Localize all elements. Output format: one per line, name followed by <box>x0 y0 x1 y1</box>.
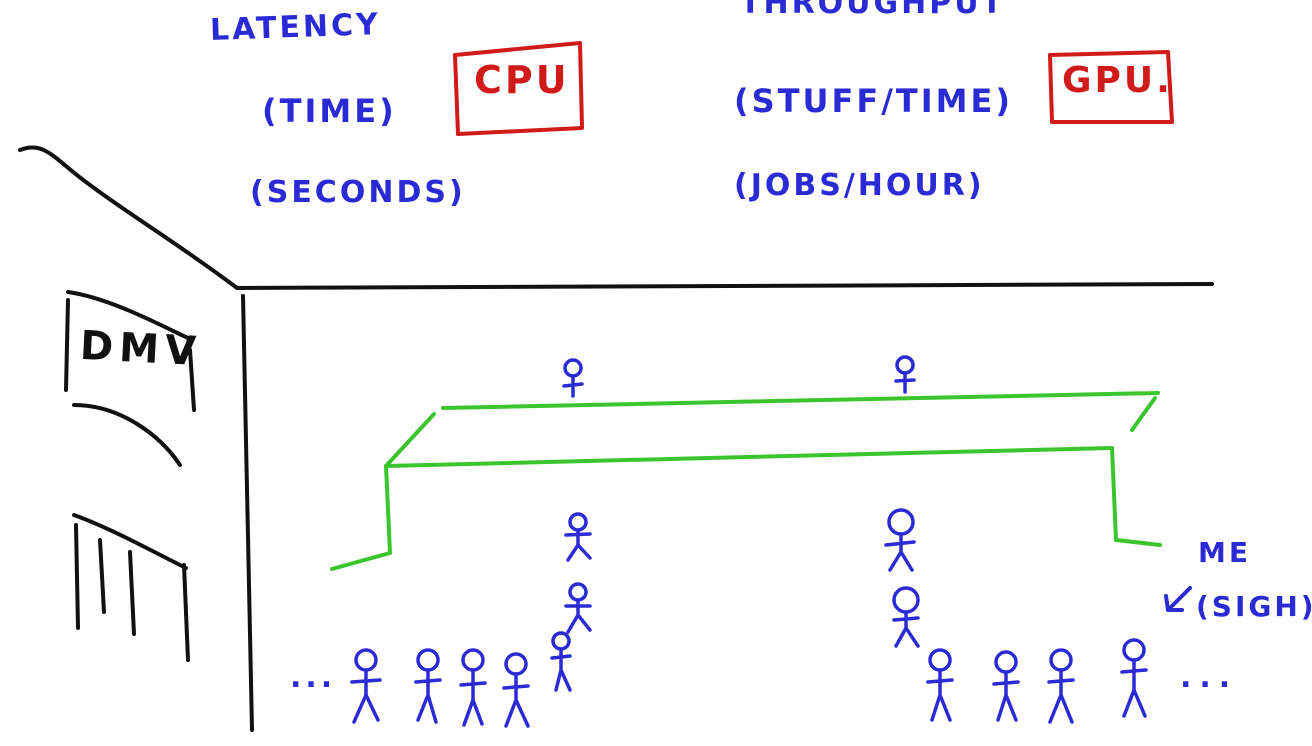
queue-person <box>926 648 954 722</box>
queue-person <box>350 648 382 724</box>
throughput-unit: (STUFF/TIME) <box>734 82 1013 120</box>
queue-person <box>992 650 1020 722</box>
right-queue-ellipsis: ... <box>1180 660 1239 695</box>
me-arrow <box>1164 586 1192 612</box>
queue-person <box>550 631 572 692</box>
queue-person <box>502 652 530 728</box>
cpu-label: CPU <box>474 58 570 102</box>
dmv-sign-frame <box>64 290 196 467</box>
clerk-figure <box>562 358 584 398</box>
sigh-label: (SIGH) <box>1196 590 1312 623</box>
gpu-label: GPU. <box>1062 60 1173 101</box>
throughput-title: THROUGHPUT <box>740 0 1006 21</box>
service-counter <box>330 391 1162 571</box>
queue-person <box>884 508 916 572</box>
queue-person <box>459 648 487 727</box>
queue-person <box>564 512 592 562</box>
latency-example: (SECONDS) <box>250 175 466 210</box>
building-wall <box>241 294 254 732</box>
queue-person <box>892 586 920 648</box>
me-person <box>1120 638 1148 718</box>
cpu-box <box>453 41 584 136</box>
queue-person <box>414 648 442 724</box>
queue-person <box>564 582 592 634</box>
clerk-figure <box>894 355 916 394</box>
building-roofline <box>18 145 1214 290</box>
gpu-box <box>1048 50 1174 124</box>
queue-person <box>1047 648 1075 724</box>
building-window <box>72 513 190 662</box>
me-label: ME <box>1198 536 1251 569</box>
throughput-example: (JOBS/HOUR) <box>734 168 985 203</box>
left-queue-ellipsis: ... <box>290 660 337 695</box>
latency-unit: (TIME) <box>262 92 397 130</box>
